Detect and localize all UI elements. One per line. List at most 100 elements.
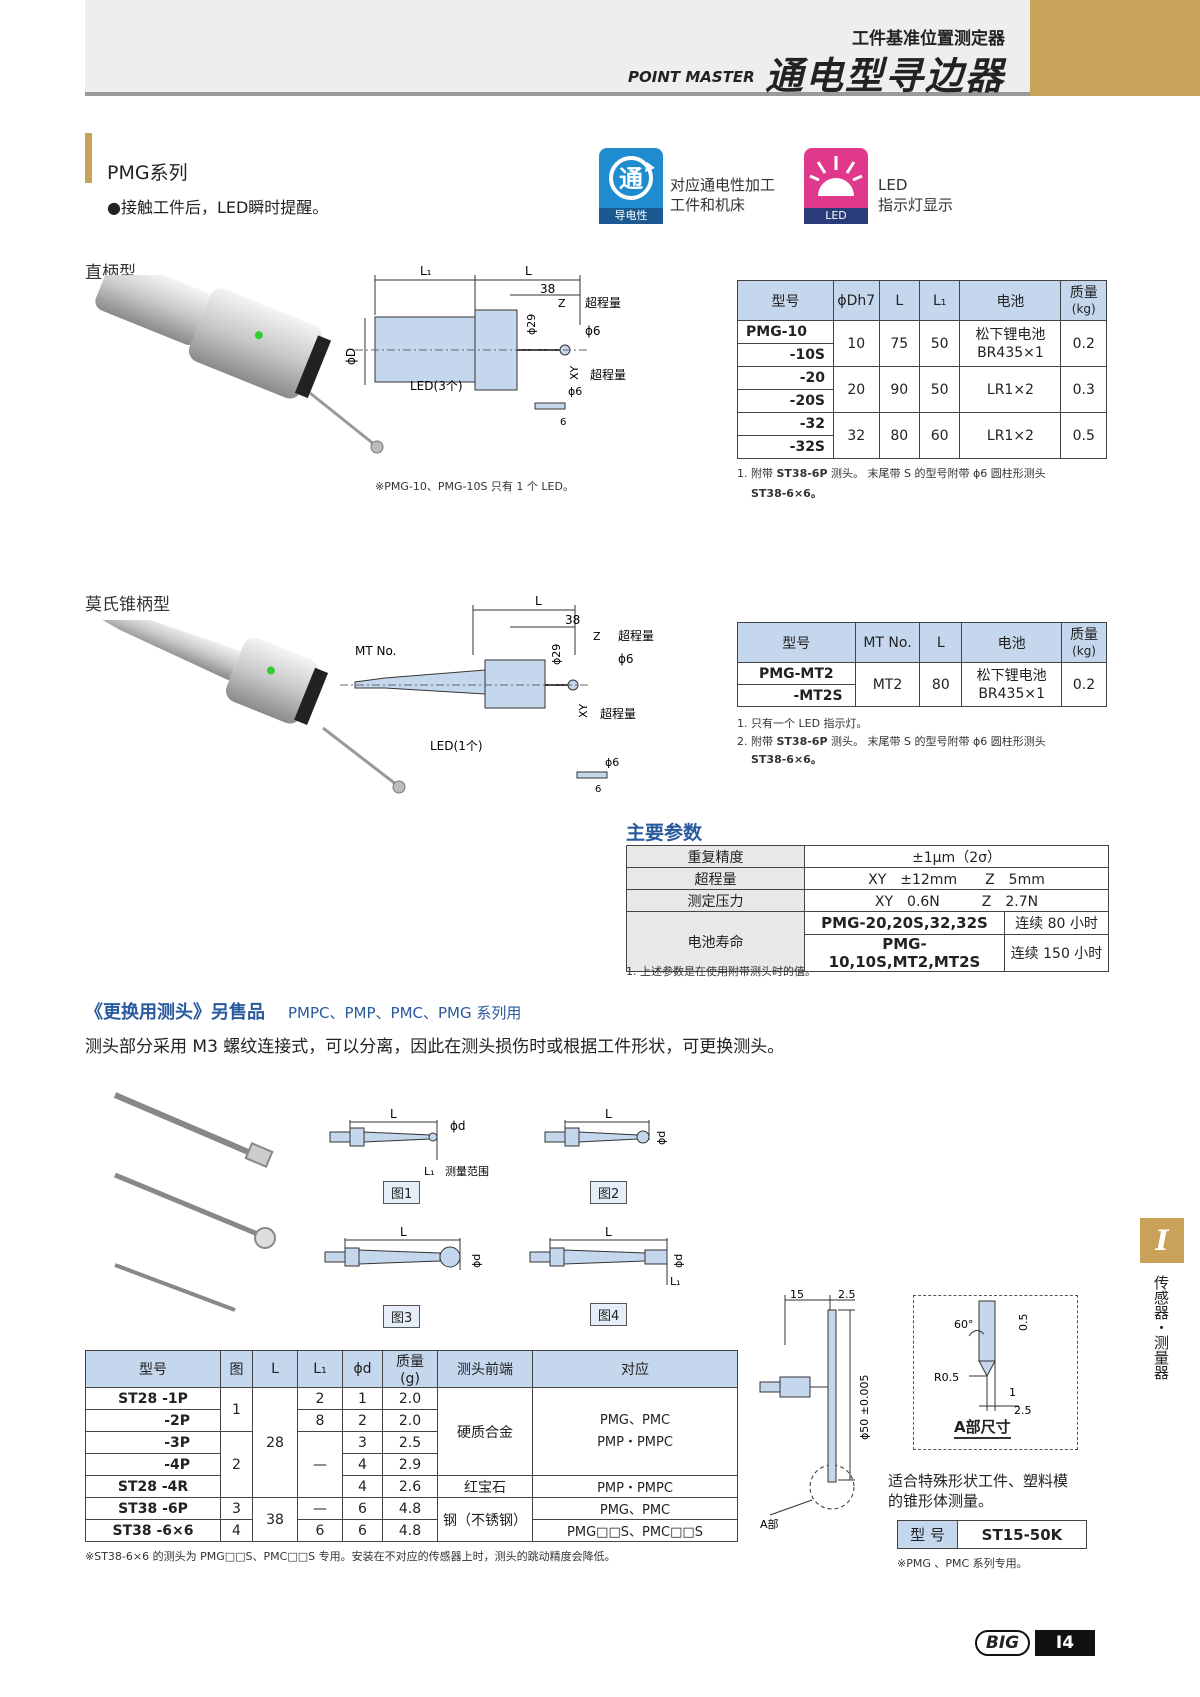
dim-38: 38 xyxy=(565,613,580,627)
col-L1: L₁ xyxy=(918,280,961,321)
dim-ang: 60° xyxy=(954,1318,974,1331)
model-cell: ST38 -6×6 xyxy=(85,1519,221,1542)
dim-overtravel-1: 超程量 xyxy=(618,628,654,643)
g-cell: 2.0 xyxy=(382,1409,438,1432)
probes-title: 《更换用测头》另售品 xyxy=(85,1002,265,1023)
g-cell: 4.8 xyxy=(382,1497,438,1520)
col-compat: 对应 xyxy=(532,1350,738,1388)
value-cell: 50 xyxy=(918,320,961,367)
param-value: ±1μm（2σ） xyxy=(804,845,1109,868)
fig3-dim-L: L xyxy=(400,1225,407,1239)
straight-table-note-2: ST38-6×6。 xyxy=(751,487,822,500)
dim-one: 1 xyxy=(1009,1386,1016,1399)
dim-phi6: ϕ6 xyxy=(585,324,601,338)
model-cell: -10S xyxy=(736,343,835,367)
model-cell: -20 xyxy=(736,366,835,390)
L-cell: 28 xyxy=(252,1387,298,1498)
led-text-2: 指示灯显示 xyxy=(878,196,954,214)
value-cell: 60 xyxy=(918,412,961,459)
value-cell: 0.3 xyxy=(1060,366,1107,413)
fig-cell: 2 xyxy=(220,1431,253,1498)
page-number: I4 xyxy=(1035,1630,1095,1656)
dim-L: L xyxy=(525,264,532,278)
dim-h05: 0.5 xyxy=(1017,1314,1030,1332)
param-label: 电池寿命 xyxy=(626,911,805,972)
probes-description: 测头部分采用 M3 螺纹连接式，可以分离，因此在测头损伤时或根据工件形状，可更换… xyxy=(85,1037,785,1057)
fig-3-label: 图3 xyxy=(383,1305,421,1328)
col-phid: ϕd xyxy=(342,1350,383,1388)
model-cell: -32 xyxy=(736,412,835,436)
probes-footnote: ※ST38-6×6 的测头为 PMG□□S、PMC□□S 专用。安装在不对应的传… xyxy=(85,1550,616,1563)
dim-phi6: ϕ6 xyxy=(618,652,634,666)
st15-detail-box: 60° R0.5 0.5 1 2.5 A部尺寸 xyxy=(913,1295,1078,1450)
model-cell: -20S xyxy=(736,389,835,413)
L1-cell: 6 xyxy=(297,1519,343,1542)
param-label: 超程量 xyxy=(626,867,805,890)
fig-cell: 3 xyxy=(220,1497,253,1520)
dim-38: 38 xyxy=(540,282,555,296)
d-cell: 4 xyxy=(342,1453,383,1476)
fig1-dim-L1: L₁ xyxy=(424,1165,435,1178)
value-cell: 0.2 xyxy=(1061,662,1107,707)
col-battery: 电池 xyxy=(959,280,1062,321)
params-note: 1. 上述参数是在使用附带测头时的值。 xyxy=(626,965,816,978)
dim-led: LED(3个) xyxy=(410,379,463,393)
section-description: ●接触工件后，LED瞬时提醒。 xyxy=(107,198,329,217)
straight-product-photo xyxy=(95,275,384,454)
col-model: 型号 xyxy=(736,280,835,321)
g-cell: 4.8 xyxy=(382,1519,438,1542)
L1-cell: 2 xyxy=(297,1387,343,1410)
dim-phi50: ϕ50 ±0.005 xyxy=(858,1375,871,1440)
dim-phi29: ϕ29 xyxy=(550,644,563,665)
g-cell: 2.0 xyxy=(382,1387,438,1410)
dim-apart: A部 xyxy=(760,1517,779,1531)
col-fig: 图 xyxy=(220,1350,253,1388)
dim-xy: XY xyxy=(568,365,581,380)
header-subtitle: 工件基准位置测定器 xyxy=(852,29,1005,49)
fig-4-label: 图4 xyxy=(590,1303,628,1326)
header-accent xyxy=(1030,0,1200,96)
col-model: 型号 xyxy=(737,622,856,663)
battery-life: 连续 80 小时 xyxy=(1004,911,1109,935)
L-cell: 38 xyxy=(252,1497,298,1542)
fig-cell: 1 xyxy=(220,1387,253,1432)
dim-z: Z xyxy=(593,630,601,643)
col-L: L xyxy=(252,1350,298,1388)
L1-cell: — xyxy=(297,1497,343,1520)
header-bar xyxy=(85,0,1030,96)
fig4-dim-L1: L₁ xyxy=(670,1275,681,1288)
battery-models: PMG-20,20S,32,32S xyxy=(804,911,1005,935)
led-icon: LED xyxy=(804,148,868,224)
col-L: L xyxy=(919,622,963,663)
page-title: 通电型寻边器 xyxy=(764,54,1005,98)
morse-taper-label: 莫氏锥柄型 xyxy=(85,595,170,615)
d-cell: 4 xyxy=(342,1475,383,1498)
model-cell: -32S xyxy=(736,435,835,459)
dim-r: R0.5 xyxy=(934,1371,959,1384)
fig-cell: 4 xyxy=(220,1519,253,1542)
st15-drawing: 15 2.5 ϕ50 ±0.005 A部 xyxy=(759,1290,871,1531)
g-cell: 2.5 xyxy=(382,1431,438,1454)
value-cell: 80 xyxy=(919,662,963,707)
straight-table-note-1: 1. 附带 ST38-6P 测头。 末尾带 S 的型号附带 ϕ6 圆柱形测头 xyxy=(737,467,1046,480)
conductive-badge: 导电性 xyxy=(599,208,663,224)
fig1-dim-L: L xyxy=(390,1107,397,1121)
chapter-label: 传感器・测量器 xyxy=(1152,1275,1170,1380)
dim-phi29: ϕ29 xyxy=(525,314,538,335)
morse-product-photo xyxy=(93,620,406,794)
fig1-dim-phid: ϕd xyxy=(450,1119,466,1133)
d-cell: 6 xyxy=(342,1497,383,1520)
probes-table: 型号 图 L L₁ ϕd 质量 (g) 测头前端 对应 ST28 -1P 1 2… xyxy=(85,1350,738,1542)
d-cell: 1 xyxy=(342,1387,383,1410)
st15-note: ※PMG 、PMC 系列专用。 xyxy=(897,1557,1028,1570)
section-marker xyxy=(85,133,92,183)
model-cell: PMG-MT2 xyxy=(737,662,856,685)
compat-cell: PMG、PMC xyxy=(532,1497,738,1520)
L1-cell: 8 xyxy=(297,1409,343,1432)
conductive-text-2: 工件和机床 xyxy=(670,196,746,214)
led-badge: LED xyxy=(804,208,868,224)
